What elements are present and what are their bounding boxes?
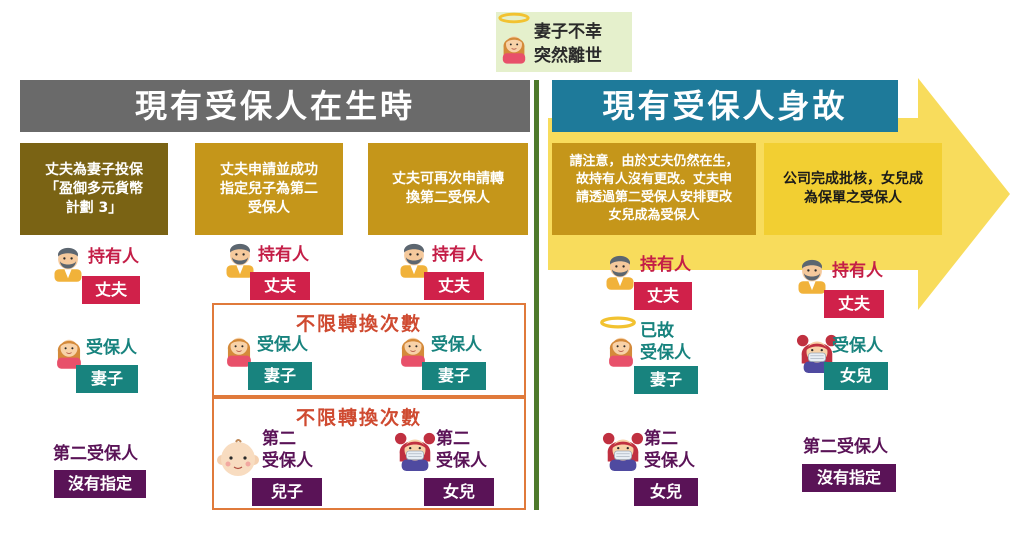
holder-label: 持有人: [258, 245, 309, 265]
second-insured-tag: 沒有指定: [802, 464, 896, 492]
section-banner-alive: [20, 80, 530, 132]
unlimited-switch-frame-insured: [212, 303, 526, 397]
holder-tag: 丈夫: [82, 276, 140, 304]
woman-avatar-icon: [604, 326, 638, 370]
step-1: 丈夫為妻子投保 「盈御多元貨幣 計劃 3」: [20, 143, 168, 235]
baby-avatar-icon: [216, 436, 260, 480]
insured-label: 受保人: [431, 335, 482, 355]
second-insured-label: 第二 受保人: [644, 429, 695, 471]
woman-avatar-icon: [498, 22, 530, 70]
timeline-divider: [534, 80, 539, 510]
man-avatar-icon: [602, 248, 638, 292]
holder-label: 持有人: [88, 247, 139, 267]
step-2: 丈夫申請並成功 指定兒子為第二 受保人: [195, 143, 343, 235]
insured-label: 受保人: [257, 335, 308, 355]
insured-tag: 妻子: [422, 362, 486, 390]
holder-label: 持有人: [640, 255, 691, 275]
unlimited-switch-title-second: 不限轉換次數: [296, 407, 423, 429]
girl-mask-avatar-icon: [394, 428, 436, 472]
step-3: 丈夫可再次申請轉 換第二受保人: [368, 143, 528, 235]
holder-tag: 丈夫: [634, 282, 692, 310]
insured-tag: 妻子: [248, 362, 312, 390]
section-title-deceased: 現有受保人身故: [602, 87, 848, 125]
second-insured-tag: 沒有指定: [54, 470, 146, 498]
deceased-insured-label: 已故 受保人: [640, 321, 691, 363]
step-5: 公司完成批核，女兒成 為保單之受保人: [764, 143, 942, 235]
insured-tag: 妻子: [76, 365, 138, 393]
section-title-alive: 現有受保人在生時: [134, 87, 415, 125]
event-text: 妻子不幸 突然離世: [534, 22, 602, 66]
unlimited-switch-title-insured: 不限轉換次數: [296, 313, 423, 335]
second-insured-tag: 女兒: [634, 478, 698, 506]
insured-tag: 妻子: [634, 366, 698, 394]
holder-tag: 丈夫: [424, 272, 484, 300]
section-banner-deceased: [552, 80, 898, 132]
holder-label: 持有人: [432, 245, 483, 265]
unlimited-switch-frame-second: [212, 397, 526, 510]
insured-label: 受保人: [86, 338, 137, 358]
holder-tag: 丈夫: [250, 272, 310, 300]
insured-tag: 女兒: [824, 362, 888, 390]
second-insured-label: 第二 受保人: [262, 429, 313, 471]
second-insured-label: 第二受保人: [53, 444, 138, 464]
step-4: 請注意，由於丈夫仍然在生， 故持有人沒有更改。丈夫申 請透過第二受保人安排更改 …: [552, 143, 756, 235]
second-insured-label: 第二受保人: [803, 437, 888, 457]
insured-label: 受保人: [832, 336, 883, 356]
second-insured-label: 第二 受保人: [436, 429, 487, 471]
man-avatar-icon: [50, 240, 86, 284]
second-insured-tag: 女兒: [424, 478, 494, 506]
girl-mask-avatar-icon: [602, 428, 644, 472]
second-insured-tag: 兒子: [252, 478, 322, 506]
holder-label: 持有人: [832, 261, 883, 281]
holder-tag: 丈夫: [824, 290, 884, 318]
